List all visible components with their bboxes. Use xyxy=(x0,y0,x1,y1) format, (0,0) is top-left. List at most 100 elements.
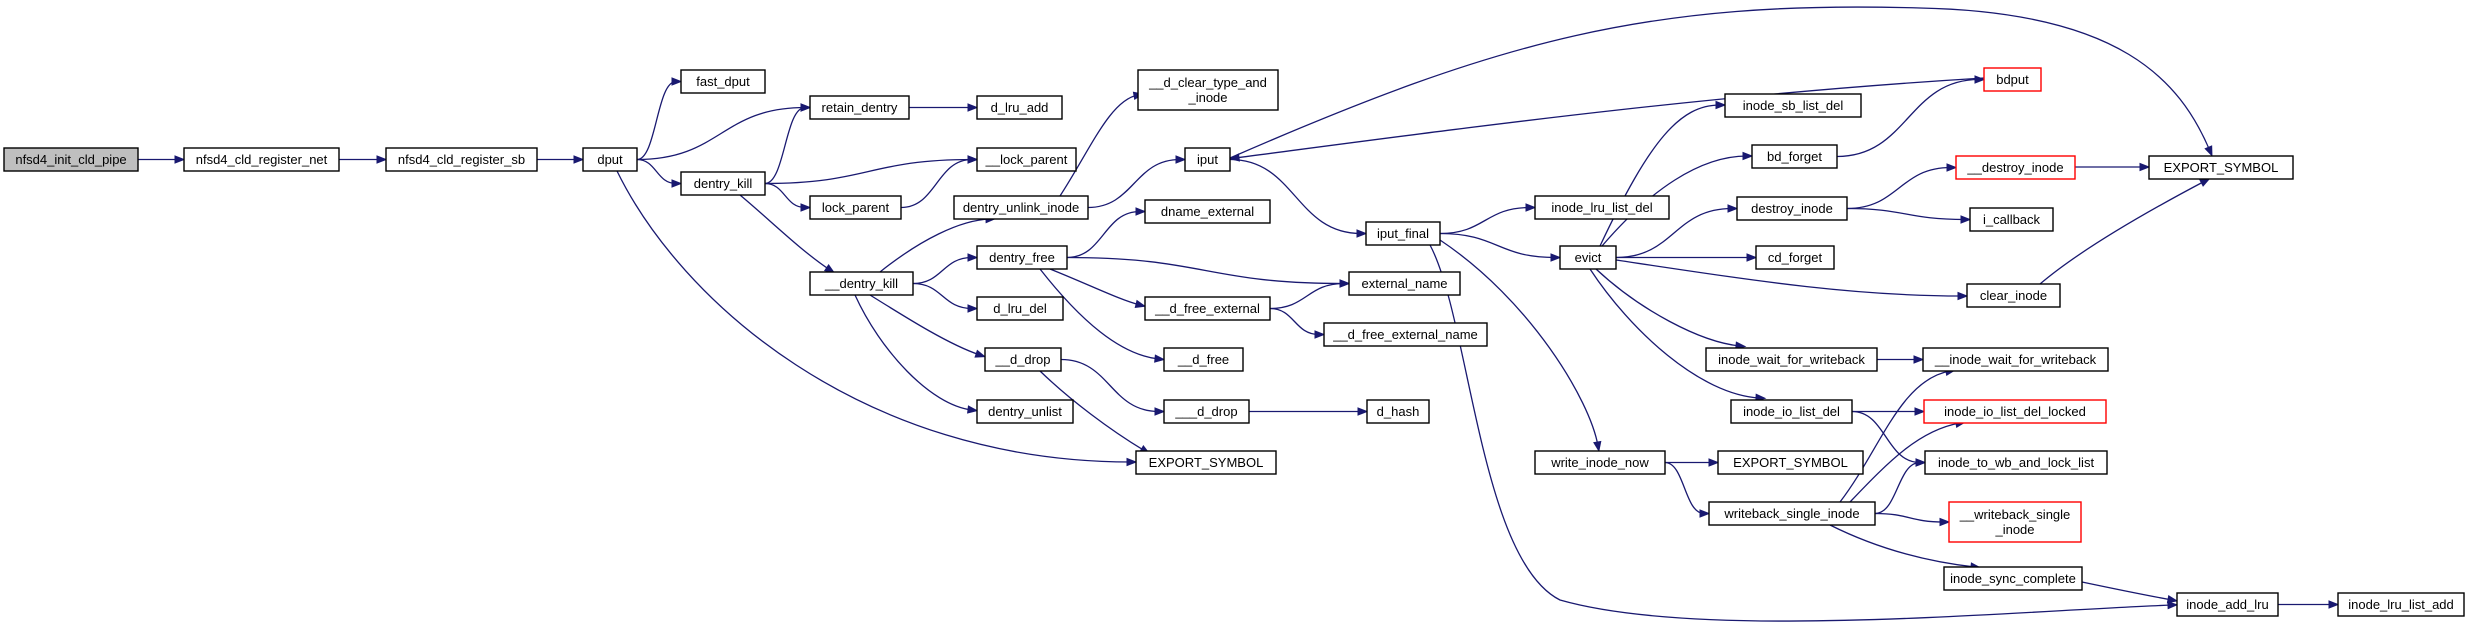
node-dput[interactable]: dput xyxy=(582,147,638,172)
node-label: inode_sb_list_del xyxy=(1743,98,1844,113)
node-box xyxy=(1969,207,2054,232)
node-iput-final[interactable]: iput_final xyxy=(1365,221,1441,246)
node-inode-io-list-del[interactable]: inode_io_list_del xyxy=(1730,399,1853,424)
edge-writeback_single_inode-to-inode_wait_for_writeback_u xyxy=(1839,367,1957,503)
edge-evict-to-inode_wait_for_writeback xyxy=(1595,268,1747,350)
node-box xyxy=(1730,399,1853,424)
node-d-lru-add[interactable]: d_lru_add xyxy=(976,95,1063,120)
node-label: external_name xyxy=(1362,276,1448,291)
node-d-hash[interactable]: d_hash xyxy=(1366,399,1430,424)
node-inode-wait-for-writeback[interactable]: inode_wait_for_writeback xyxy=(1705,347,1878,372)
node-writeback-single-inode-u[interactable]: __writeback_single_inode xyxy=(1948,501,2082,543)
node-label: destroy_inode xyxy=(1751,201,1833,216)
node-box xyxy=(976,399,1074,424)
edge-bd_forget-to-bdput xyxy=(1836,75,1986,158)
node-d-lru-del[interactable]: d_lru_del xyxy=(976,296,1064,321)
node-box xyxy=(1163,399,1250,424)
node-label: dname_external xyxy=(1161,204,1254,219)
arrowhead xyxy=(1154,354,1166,363)
node-box xyxy=(1163,347,1244,372)
node-box xyxy=(385,147,538,172)
arrowhead xyxy=(1550,253,1562,262)
node-box xyxy=(1736,196,1848,221)
node-export-symbol-1[interactable]: EXPORT_SYMBOL xyxy=(1135,450,1277,475)
node-inode-sync-complete[interactable]: inode_sync_complete xyxy=(1943,566,2083,591)
node-clear-inode[interactable]: clear_inode xyxy=(1966,283,2061,308)
edge-dentry_kill_u-to-d_lru_del xyxy=(912,282,979,313)
edge-dentry_free-to-d_free xyxy=(1039,268,1166,363)
node-inode-wait-for-writeback-u[interactable]: __inode_wait_for_writeback xyxy=(1922,347,2109,372)
node-dentry-kill[interactable]: dentry_kill xyxy=(680,171,766,196)
edge-d_free_external-to-external_name xyxy=(1269,279,1351,310)
node-box xyxy=(1184,147,1231,172)
node-box xyxy=(984,347,1062,372)
edge-writeback_single_inode-to-inode_to_wb_and_lock_list xyxy=(1874,458,1927,515)
node-d-drop[interactable]: __d_drop xyxy=(984,347,1062,372)
node-evict[interactable]: evict xyxy=(1559,245,1617,270)
arrowhead xyxy=(967,103,979,112)
edge-evict-to-destroy_inode xyxy=(1615,204,1739,259)
node-d-free-external-name[interactable]: __d_free_external_name xyxy=(1323,322,1488,347)
node-lock-parent-u[interactable]: __lock_parent xyxy=(976,147,1077,172)
node-d-free-external[interactable]: __d_free_external xyxy=(1144,296,1271,321)
arrowhead xyxy=(967,253,979,262)
node-nfsd4-init-cld-pipe[interactable]: nfsd4_init_cld_pipe xyxy=(3,147,139,172)
node-inode-to-wb-and-lock-list[interactable]: inode_to_wb_and_lock_list xyxy=(1924,450,2108,475)
node-d-free[interactable]: __d_free xyxy=(1163,347,1244,372)
arrowhead xyxy=(1939,517,1951,527)
edge-nfsd4_cld_register_sb-to-dput xyxy=(536,155,585,164)
node-inode-io-list-del-locked[interactable]: inode_io_list_del_locked xyxy=(1923,399,2107,424)
node-box xyxy=(1137,69,1279,111)
node-box xyxy=(1755,245,1835,270)
edge-dput-to-export_symbol_1 xyxy=(616,170,1138,467)
node-write-inode-now[interactable]: write_inode_now xyxy=(1534,450,1666,475)
edge-evict-to-bd_forget xyxy=(1601,151,1754,247)
node-d-clear-type[interactable]: __d_clear_type_and_inode xyxy=(1137,69,1279,111)
node-external-name[interactable]: external_name xyxy=(1348,271,1461,296)
node-label: _inode xyxy=(1187,90,1227,105)
node-export-symbol-3[interactable]: EXPORT_SYMBOL xyxy=(2148,155,2294,180)
node-dentry-free[interactable]: dentry_free xyxy=(976,245,1068,270)
node-label: nfsd4_init_cld_pipe xyxy=(15,152,126,167)
arrowhead xyxy=(1134,299,1147,309)
edge-destroy_inode_u-to-export_symbol_3 xyxy=(2075,162,2151,172)
node-box xyxy=(1559,245,1617,270)
node-cd-forget[interactable]: cd_forget xyxy=(1755,245,1835,270)
node-inode-sb-list-del[interactable]: inode_sb_list_del xyxy=(1724,93,1862,118)
node-lock-parent[interactable]: lock_parent xyxy=(809,195,902,220)
edge-lock_parent-to-lock_parent_u xyxy=(900,155,979,209)
node-dentry-kill-u[interactable]: __dentry_kill xyxy=(809,271,914,296)
node-inode-add-lru[interactable]: inode_add_lru xyxy=(2176,592,2279,617)
arrowhead xyxy=(376,155,388,164)
node-nfsd4-cld-register-sb[interactable]: nfsd4_cld_register_sb xyxy=(385,147,538,172)
node-destroy-inode-u[interactable]: __destroy_inode xyxy=(1955,155,2076,180)
node-label: inode_wait_for_writeback xyxy=(1718,352,1865,367)
node-nfsd4-cld-register-net[interactable]: nfsd4_cld_register_net xyxy=(183,147,340,172)
node-bd-forget[interactable]: bd_forget xyxy=(1751,144,1838,169)
node-label: __d_free_external xyxy=(1154,301,1260,316)
node-dentry-unlist[interactable]: dentry_unlist xyxy=(976,399,1074,424)
node-label: __lock_parent xyxy=(985,152,1068,167)
arrowhead xyxy=(1314,330,1326,339)
arrowhead xyxy=(1699,509,1711,518)
node-writeback-single-inode[interactable]: writeback_single_inode xyxy=(1708,501,1876,526)
node-bdput[interactable]: bdput xyxy=(1983,67,2042,92)
node-fast-dput[interactable]: fast_dput xyxy=(680,69,766,94)
edge-iput_final-to-inode_lru_list_del xyxy=(1439,203,1537,235)
edge-dentry_kill_u-to-dentry_free xyxy=(912,253,979,285)
node-retain-dentry[interactable]: retain_dentry xyxy=(809,95,910,120)
node-destroy-inode[interactable]: destroy_inode xyxy=(1736,196,1848,221)
node-dentry-unlink-inode[interactable]: dentry_unlink_inode xyxy=(953,195,1089,220)
node-label: EXPORT_SYMBOL xyxy=(1733,455,1848,470)
node-d-drop2[interactable]: ___d_drop xyxy=(1163,399,1250,424)
node-i-callback[interactable]: i_callback xyxy=(1969,207,2054,232)
node-dname-external[interactable]: dname_external xyxy=(1144,199,1271,224)
arrowhead xyxy=(1525,203,1537,212)
edge-dentry_kill-to-lock_parent_u xyxy=(764,155,979,185)
node-export-symbol-2[interactable]: EXPORT_SYMBOL xyxy=(1717,450,1864,475)
node-label: __d_clear_type_and xyxy=(1148,75,1267,90)
node-iput[interactable]: iput xyxy=(1184,147,1231,172)
node-inode-lru-list-add[interactable]: inode_lru_list_add xyxy=(2337,592,2465,617)
node-inode-lru-list-del[interactable]: inode_lru_list_del xyxy=(1534,195,1670,220)
